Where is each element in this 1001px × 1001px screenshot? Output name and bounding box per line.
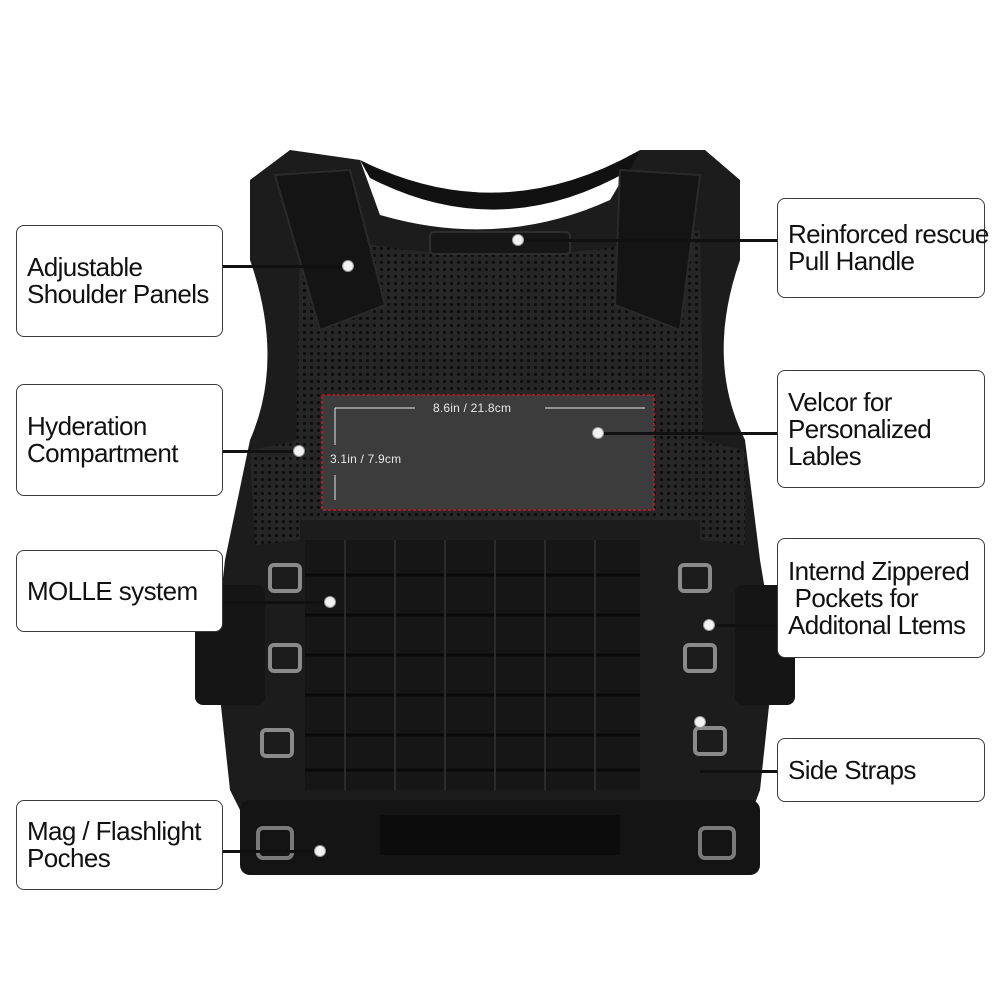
marker-dot: [694, 716, 706, 728]
callout-text: Pull Handle: [788, 246, 915, 276]
callout-text: Reinforced rescue: [788, 219, 989, 249]
left-shoulder-panel: [273, 168, 387, 332]
leader-molle: [222, 601, 330, 604]
leader-hydration: [222, 450, 300, 453]
callout-text: Compartment: [27, 438, 179, 468]
dimension-height-label: 3.1in / 7.9cm: [330, 452, 402, 466]
callout-text: MOLLE system: [27, 575, 198, 606]
callout-velcro: Velcor for Personalized Lables: [777, 370, 985, 488]
leader-straps: [700, 770, 778, 773]
marker-dot: [512, 234, 524, 246]
callout-hydration: Hyderation Compartment: [16, 384, 223, 496]
dimension-width-label: 8.6in / 21.8cm: [433, 401, 512, 415]
callout-mag-pouches: Mag / Flashlight Poches: [16, 800, 223, 890]
leader-zipper: [708, 624, 778, 627]
callout-text: Shoulder Panels: [27, 279, 209, 309]
callout-text: Velcor for: [788, 386, 892, 417]
callout-side-straps: Side Straps: [777, 738, 985, 802]
callout-text: Hyderation: [27, 411, 147, 441]
leader-shoulder: [222, 265, 350, 268]
marker-dot: [342, 260, 354, 272]
callout-text: Lables: [788, 440, 862, 471]
marker-dot: [314, 845, 326, 857]
marker-dot: [703, 619, 715, 631]
marker-dot: [324, 596, 336, 608]
velcro-panel: [322, 395, 654, 510]
callout-text: Personalized: [788, 413, 932, 444]
pull-handle: [429, 231, 571, 255]
callout-pull-handle: Reinforced rescue Pull Handle: [777, 198, 989, 298]
callout-text: Side Straps: [788, 754, 916, 785]
callout-text: Mag / Flashlight: [27, 816, 202, 846]
callout-text: Internd Zippered: [788, 555, 970, 586]
right-shoulder-panel: [613, 168, 702, 332]
marker-dot: [592, 427, 604, 439]
callout-text: Adjustable: [27, 252, 143, 282]
callout-molle: MOLLE system: [16, 550, 223, 632]
leader-mag: [222, 850, 320, 853]
leader-handle: [518, 239, 778, 242]
callout-text: Additonal Ltems: [788, 609, 966, 640]
marker-dot: [293, 445, 305, 457]
callout-text: Poches: [27, 843, 111, 873]
callout-text: Pockets for: [788, 582, 919, 613]
molle-panel: [305, 540, 640, 790]
callout-shoulder-panels: Adjustable Shoulder Panels: [16, 225, 223, 337]
callout-zippered-pockets: Internd Zippered Pockets for Additonal L…: [777, 538, 985, 658]
leader-velcro: [598, 432, 778, 435]
